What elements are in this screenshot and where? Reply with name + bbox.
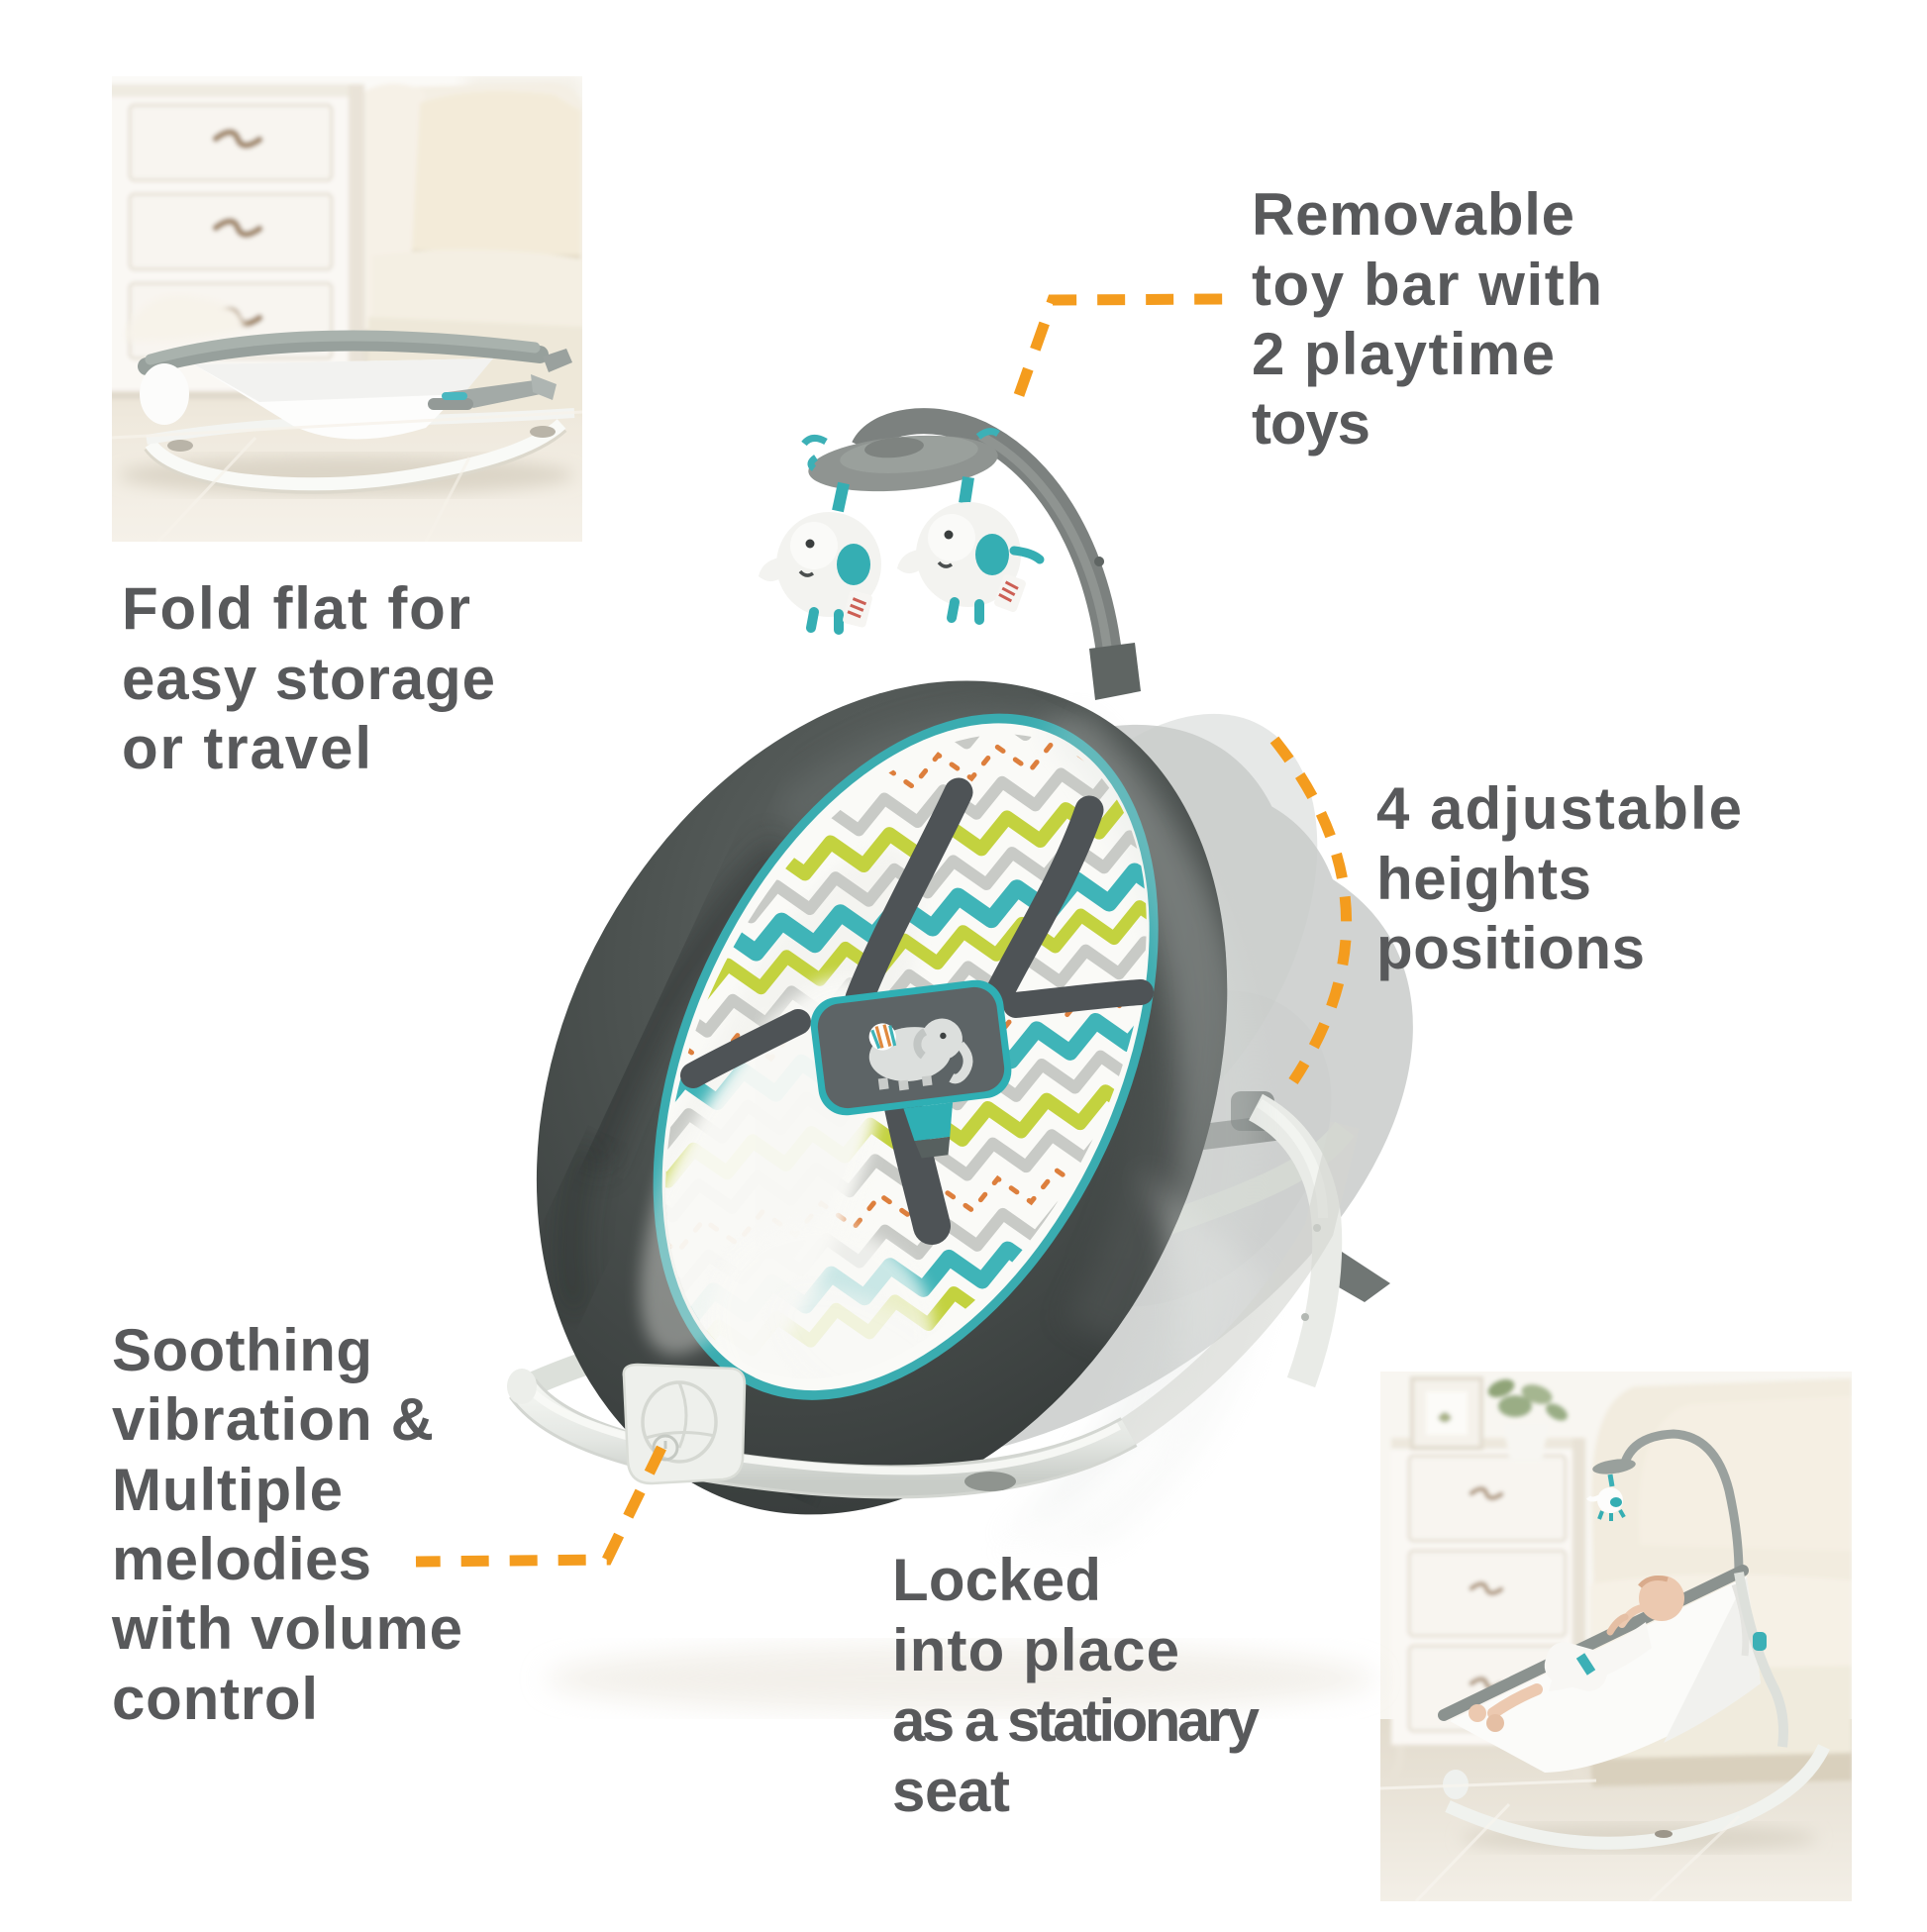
svg-text:Multiple: Multiple [112,1457,343,1523]
svg-text:vibration &: vibration & [112,1386,434,1453]
svg-text:heights: heights [1376,846,1591,912]
svg-text:positions: positions [1376,915,1645,981]
svg-text:Fold flat for: Fold flat for [122,575,470,642]
svg-text:melodies: melodies [112,1526,371,1592]
svg-text:Soothing: Soothing [112,1317,372,1383]
svg-text:2 playtime: 2 playtime [1252,321,1555,387]
svg-text:control: control [112,1666,318,1732]
svg-text:seat: seat [892,1758,1010,1824]
svg-text:Locked: Locked [892,1547,1101,1613]
svg-text:toy bar with: toy bar with [1252,252,1602,318]
svg-text:Removable: Removable [1252,181,1574,248]
svg-text:into place: into place [892,1617,1179,1683]
svg-text:with volume: with volume [111,1595,462,1662]
svg-text:4 adjustable: 4 adjustable [1376,775,1742,842]
svg-text:easy storage: easy storage [122,646,495,712]
svg-text:as a stationary: as a stationary [892,1687,1261,1754]
svg-text:toys: toys [1252,390,1370,457]
svg-text:or travel: or travel [122,715,371,781]
